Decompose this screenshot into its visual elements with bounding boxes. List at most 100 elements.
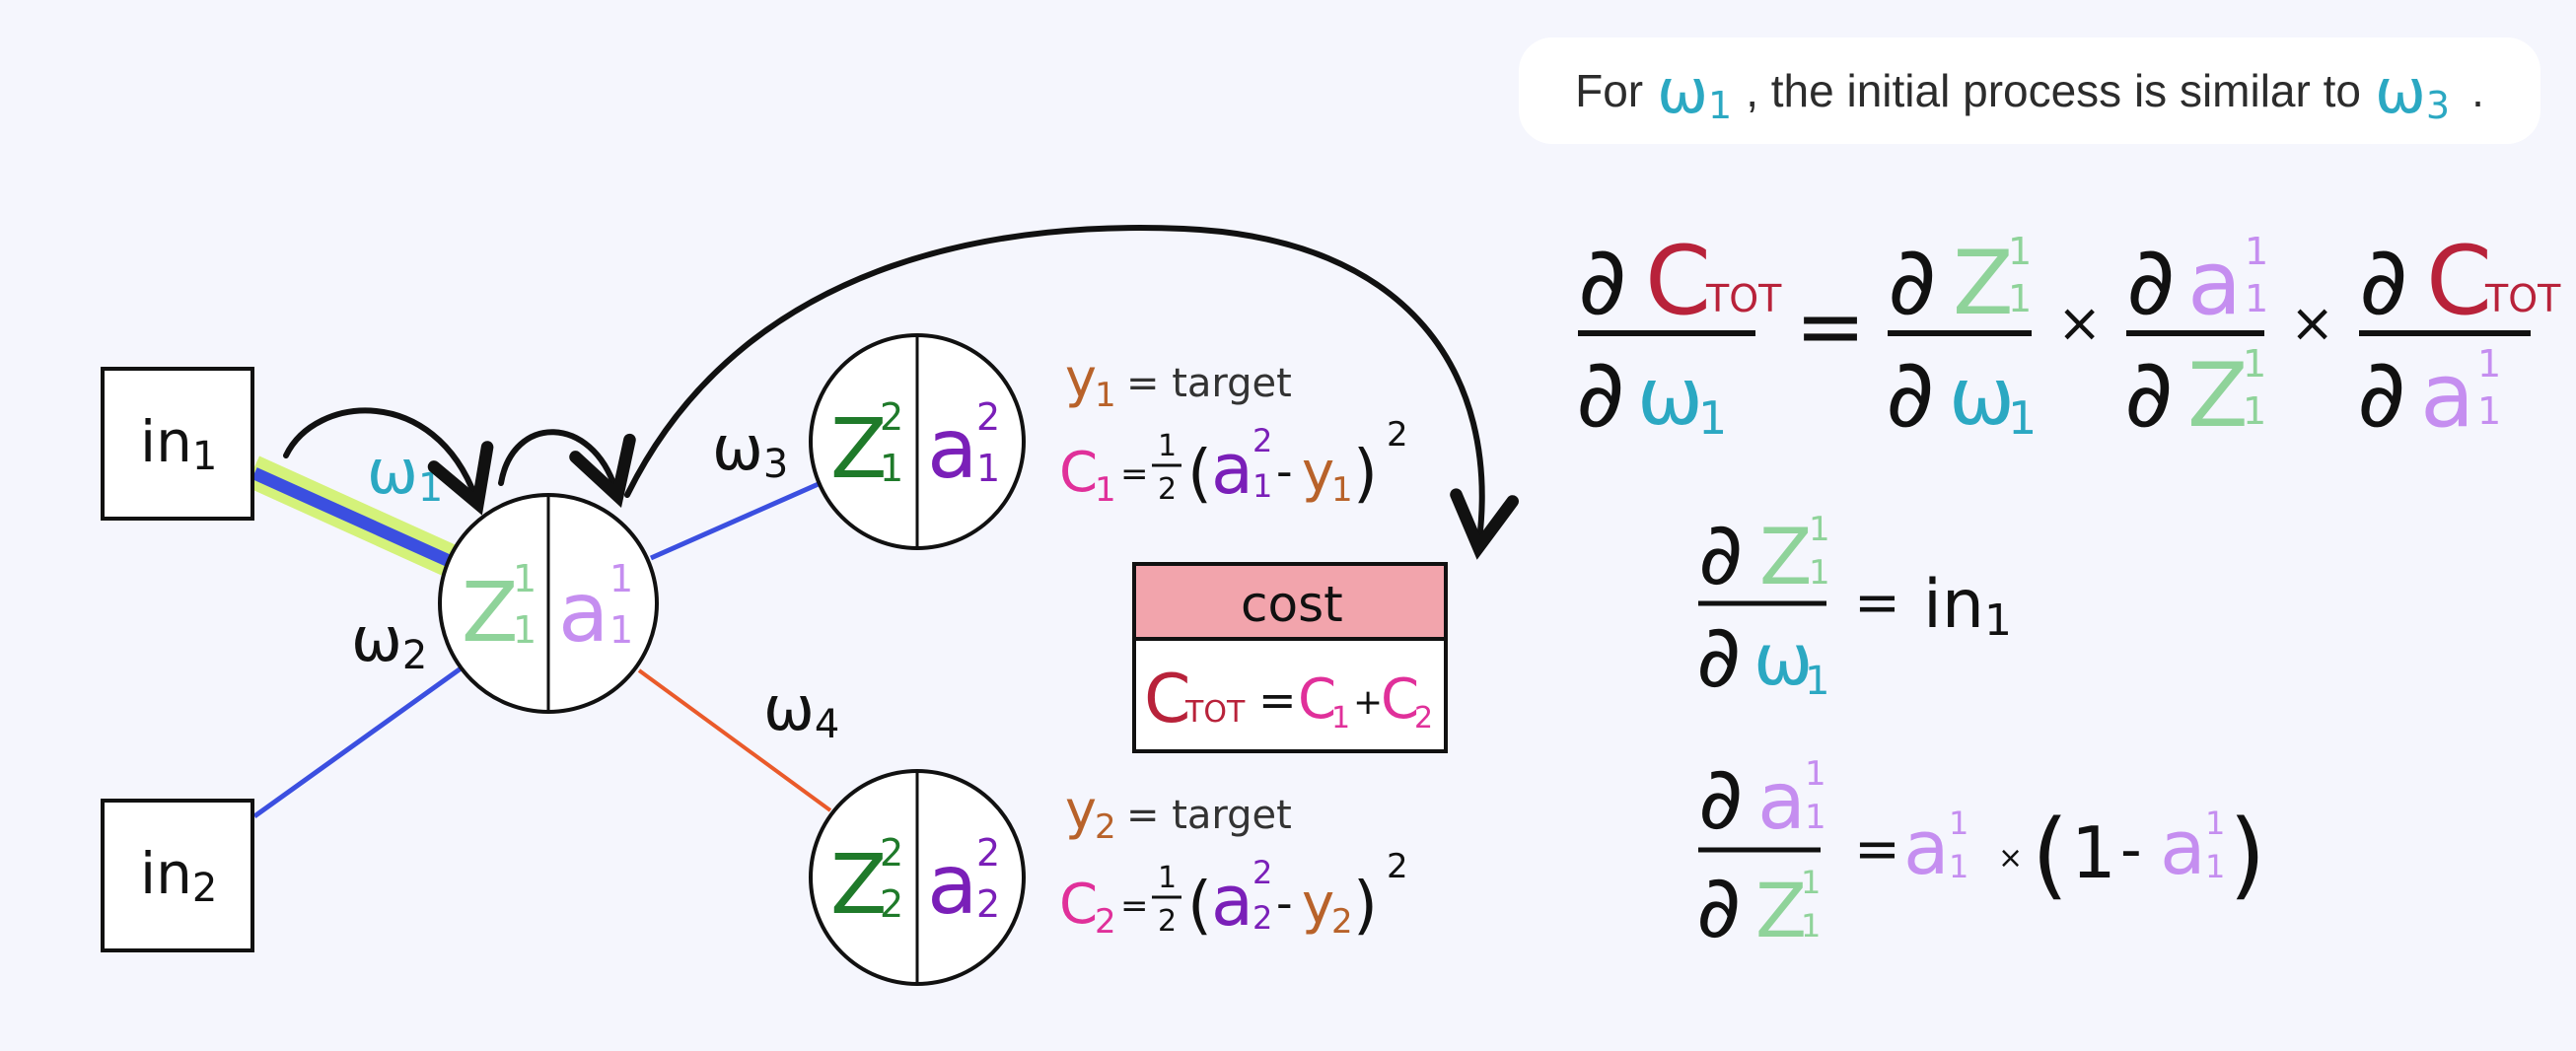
input-label-1: in1 [140, 408, 217, 479]
svg-text:2: 2 [1387, 847, 1408, 886]
edge-w4 [637, 668, 832, 812]
weight-label-w2: ω2 [351, 603, 427, 678]
svg-text:1: 1 [1698, 391, 1727, 445]
svg-text:): ) [1353, 870, 1378, 943]
svg-text:∂: ∂ [1696, 605, 1742, 707]
svg-text:2: 2 [1158, 472, 1177, 507]
svg-text:×: × [1998, 841, 2023, 876]
out1-a-sup: 2 [976, 395, 1000, 439]
svg-text:1: 1 [2245, 230, 2268, 273]
out1-z-sub: 1 [880, 447, 903, 490]
cost-box: cost C TOT = C 1 + C 2 [1132, 562, 1448, 753]
svg-text:1: 1 [1331, 470, 1353, 510]
svg-text:): ) [2229, 800, 2265, 910]
cost-c2-sub: 2 [1414, 701, 1433, 736]
svg-text:∂: ∂ [1576, 338, 1625, 449]
svg-text:2: 2 [1252, 899, 1272, 937]
out1-z-sup: 2 [880, 395, 903, 439]
cost-plus: + [1353, 682, 1383, 723]
note-omega3-sub: 3 [2425, 83, 2451, 127]
hidden-z-sup: 1 [513, 557, 537, 600]
svg-text:): ) [1353, 438, 1378, 511]
svg-text:2: 2 [1158, 904, 1177, 939]
svg-text:1: 1 [1801, 864, 1821, 901]
note-omega3: ω3 [2375, 55, 2450, 127]
input-box-1 [101, 367, 254, 521]
out1-a-sub: 1 [976, 447, 1000, 490]
svg-text:a: a [1211, 861, 1253, 942]
svg-text:Z: Z [2187, 344, 2249, 448]
svg-text:∂: ∂ [2357, 338, 2406, 449]
svg-text:1: 1 [2205, 805, 2225, 842]
svg-text:1: 1 [2245, 277, 2268, 320]
svg-text:y: y [1065, 347, 1097, 409]
svg-text:1: 1 [2008, 391, 2037, 445]
svg-text:1: 1 [1805, 754, 1826, 794]
note-omega3-base: ω [2374, 54, 2426, 127]
svg-text:a: a [1211, 429, 1253, 510]
edge-w1 [251, 467, 459, 570]
svg-text:×: × [2290, 292, 2334, 354]
edge-w3 [649, 480, 823, 561]
cost-c1: C [1298, 667, 1336, 732]
weight-label-w4: ω4 [763, 672, 839, 747]
chain-rule-equation: ∂ C TOT ∂ ω 1 = ∂ Z 1 1 ∂ ω 1 × ∂ a 1 1 … [1576, 226, 2561, 449]
out1-z: Z [830, 400, 888, 497]
svg-text:y: y [1302, 873, 1334, 937]
svg-text:∂: ∂ [1578, 226, 1627, 336]
svg-text:Z: Z [1953, 232, 2014, 335]
hidden-z-sub: 1 [513, 608, 537, 652]
target-1: y 1 = target [1065, 347, 1292, 415]
svg-text:1: 1 [2243, 342, 2266, 385]
svg-text:1: 1 [2477, 342, 2501, 385]
svg-text:∂: ∂ [1698, 747, 1744, 849]
equation-da-dz: ∂ a 1 1 ∂ Z 1 1 = a 1 1 × ( 1 - a 1 1 ) [1696, 747, 2265, 957]
arrow-a-to-cost [624, 225, 1519, 560]
svg-text:C: C [2426, 226, 2492, 336]
info-note: For ω1 , the initial process is similar … [1519, 37, 2540, 144]
svg-text:a: a [2160, 804, 2206, 891]
svg-text:1: 1 [1158, 429, 1177, 463]
svg-text:1: 1 [1809, 553, 1830, 593]
svg-text:1: 1 [1805, 659, 1829, 704]
out2-a: a [927, 836, 977, 933]
svg-text:-: - [1276, 445, 1293, 498]
svg-text:1: 1 [1809, 510, 1830, 549]
hidden-a-sub: 1 [609, 608, 633, 652]
svg-text:a: a [2420, 344, 2474, 448]
svg-text:1: 1 [1801, 907, 1821, 945]
svg-text:=: = [1120, 455, 1149, 494]
svg-text:∂: ∂ [1886, 338, 1935, 449]
svg-text:-: - [1276, 876, 1293, 930]
out1-a: a [927, 400, 977, 497]
svg-text:a: a [1757, 755, 1806, 847]
svg-text:1: 1 [1949, 805, 1968, 842]
note-omega1-base: ω [1657, 54, 1709, 127]
svg-text:ω: ω [1753, 618, 1813, 701]
svg-text:2: 2 [1331, 902, 1353, 942]
svg-text:TOT: TOT [2484, 277, 2561, 320]
svg-text:2: 2 [1095, 807, 1116, 847]
cost-expression-1: C 1 = 1 2 ( a 2 1 - y 1 ) 2 [1059, 415, 1408, 511]
hidden-a-sup: 1 [609, 557, 633, 600]
input-label-2: in2 [140, 840, 217, 911]
arrow-z-to-a [498, 429, 636, 508]
svg-text:= target: = target [1126, 361, 1292, 406]
cost-eq: = [1258, 673, 1297, 727]
svg-text:∂: ∂ [1698, 503, 1744, 604]
svg-text:∂: ∂ [1888, 226, 1937, 336]
svg-text:1: 1 [1095, 376, 1116, 415]
svg-text:(: ( [1187, 438, 1212, 511]
svg-text:1: 1 [2243, 389, 2266, 433]
note-middle: , the initial process is similar to [1746, 65, 2361, 116]
out2-z: Z [830, 836, 888, 933]
svg-text:C: C [1645, 226, 1711, 336]
svg-text:∂: ∂ [1696, 856, 1742, 957]
note-omega1-sub: 1 [1708, 83, 1733, 127]
svg-text:(: ( [2032, 800, 2068, 910]
hidden-z: Z [462, 564, 519, 661]
svg-text:2: 2 [1252, 854, 1272, 891]
svg-text:a: a [1903, 804, 1950, 891]
svg-text:1: 1 [2071, 811, 2116, 894]
